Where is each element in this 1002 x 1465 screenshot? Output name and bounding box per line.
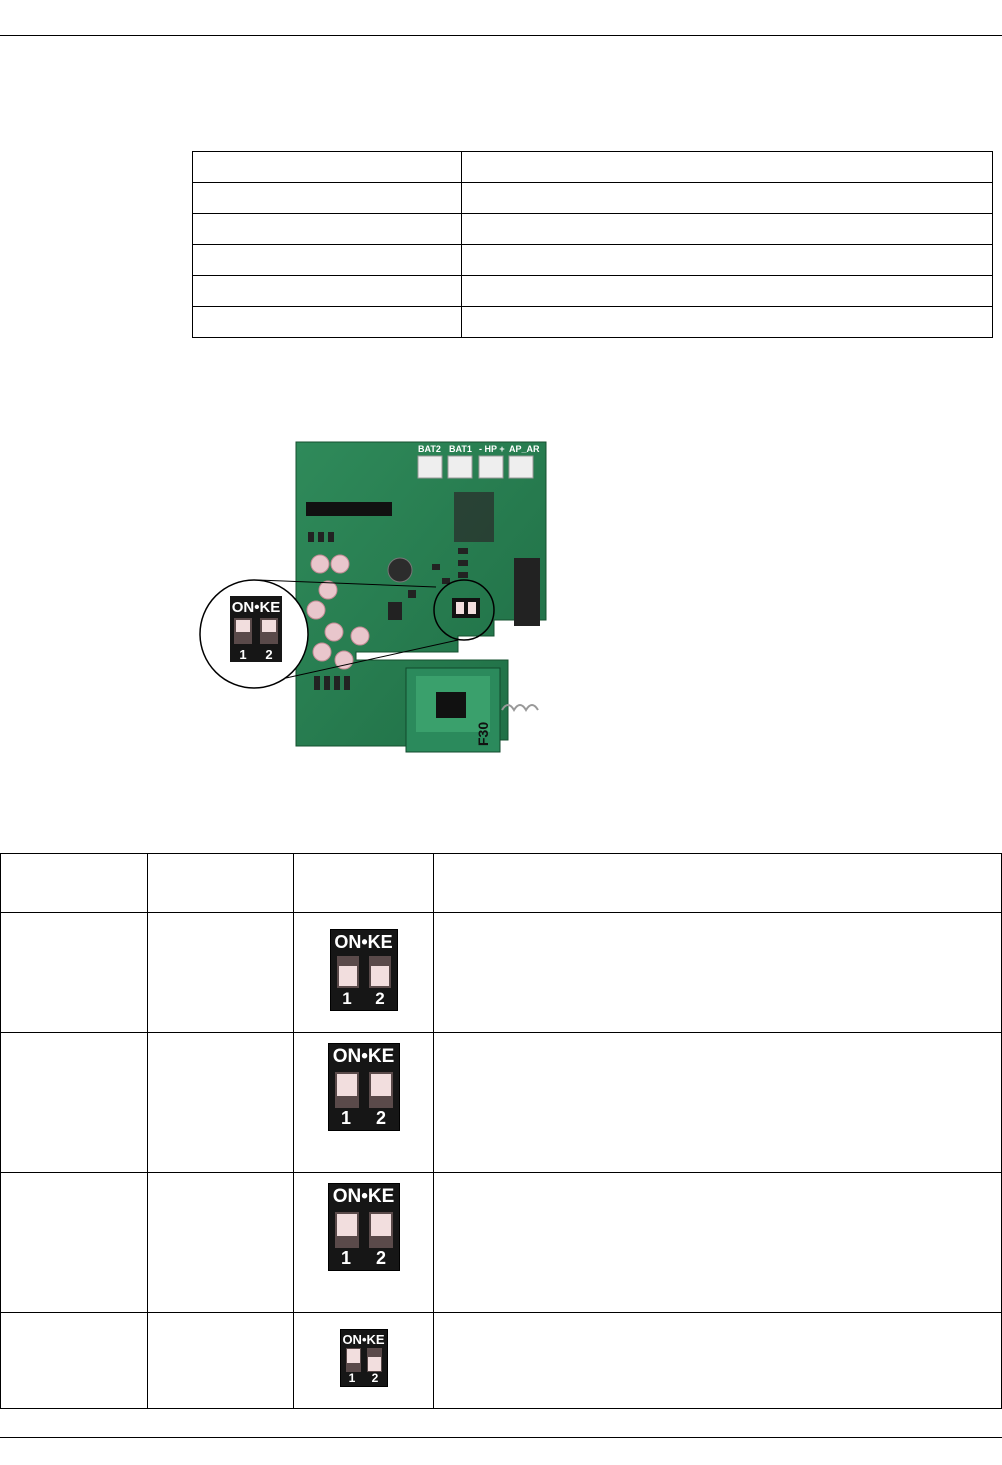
table-row — [192, 275, 993, 307]
dip-top-label: ON•KE — [332, 1046, 395, 1067]
table-row: ON•KE 1 2 — [0, 1312, 1002, 1409]
footer-rule — [0, 1437, 1002, 1438]
table-row: ON•KE 1 2 — [0, 1172, 1002, 1313]
dip-position-1: 1 — [239, 647, 246, 662]
dip-top-label: ON•KE — [332, 1186, 395, 1207]
dip-switch-image: ON•KE 1 2 — [329, 929, 398, 1011]
dip-switch-image: ON•KE 1 2 — [339, 1329, 388, 1387]
table-row — [192, 213, 993, 245]
dip-position-1: 1 — [340, 1248, 351, 1268]
table-row — [192, 182, 993, 214]
circuit-board-image: BAT2 BAT1 - HP + AP_AR — [196, 440, 550, 756]
dip-position-2: 2 — [375, 1108, 386, 1128]
dip-position-2: 2 — [371, 1371, 379, 1385]
dip-position-1: 1 — [340, 1108, 351, 1128]
connector-headers — [417, 455, 534, 479]
label-ap-ar: AP_AR — [509, 444, 540, 454]
label-bat2: BAT2 — [418, 444, 441, 454]
dip-switch-image: ON•KE 1 2 — [327, 1183, 400, 1271]
circuit-board-drawing: BAT2 BAT1 - HP + AP_AR — [199, 441, 547, 753]
table-row: ON•KE 1 2 — [0, 1032, 1002, 1173]
table-row: ON•KE 1 2 — [0, 912, 1002, 1033]
dip-position-1: 1 — [348, 1371, 356, 1385]
dip-top-label: ON•KE — [342, 1332, 385, 1347]
header-rule — [0, 35, 1002, 36]
label-bat1: BAT1 — [449, 444, 472, 454]
dip-top-label: ON•KE — [232, 599, 281, 616]
label-f30: F30 — [475, 722, 491, 746]
callout-circle-small — [433, 579, 495, 641]
dip-top-label: ON•KE — [334, 932, 393, 952]
dip-position-2: 2 — [375, 1248, 386, 1268]
dip-switch-image: ON•KE 1 2 — [327, 1043, 400, 1131]
dip-position-2: 2 — [375, 989, 385, 1008]
table-row — [192, 306, 993, 338]
dip-position-1: 1 — [342, 989, 352, 1008]
dip-position-2: 2 — [265, 647, 272, 662]
dip-settings-table: ON•KE 1 2 ON•KE 1 2 — [0, 853, 1002, 1409]
table-row — [192, 151, 993, 183]
table-row — [192, 244, 993, 276]
magnified-dip-switch: ON•KE 1 2 — [230, 596, 282, 662]
label-hp: - HP + — [479, 444, 505, 454]
info-table — [192, 151, 993, 338]
table-header-row — [0, 853, 1002, 913]
